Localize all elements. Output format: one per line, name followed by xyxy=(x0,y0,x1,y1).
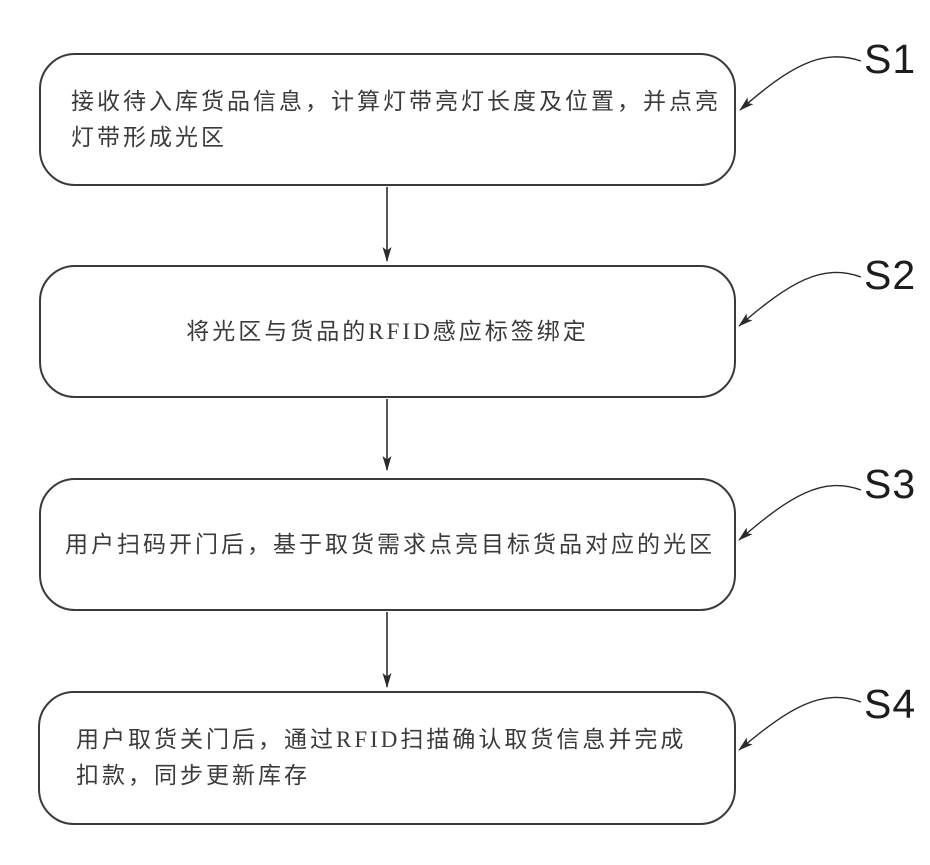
step-s2-text-line-1: 将光区与货品的RFID感应标签绑定 xyxy=(186,318,589,344)
step-label-s4: S4 xyxy=(864,681,917,727)
step-box-s1: 接收待入库货品信息，计算灯带亮灯长度及位置，并点亮 灯带形成光区 xyxy=(39,53,736,186)
leader-line-s4 xyxy=(738,696,862,751)
step-s1-text-line-2: 灯带形成光区 xyxy=(71,124,227,150)
step-box-s3: 用户扫码开门后，基于取货需求点亮目标货品对应的光区 xyxy=(39,478,736,611)
step-box-s2: 将光区与货品的RFID感应标签绑定 xyxy=(39,265,736,398)
step-label-s3: S3 xyxy=(864,461,917,507)
step-s4-text-line-2: 扣款，同步更新库存 xyxy=(76,763,310,788)
step-label-s2: S2 xyxy=(864,252,917,298)
leader-line-s2 xyxy=(738,271,862,327)
step-s3-text-line-1: 用户扫码开门后，基于取货需求点亮目标货品对应的光区 xyxy=(65,531,715,557)
step-s4-text-line-1: 用户取货关门后，通过RFID扫描确认取货信息并完成 xyxy=(76,727,687,752)
leader-line-s1 xyxy=(739,56,862,111)
step-label-s1: S1 xyxy=(864,36,917,82)
leader-line-s3 xyxy=(738,484,862,541)
step-s1-text-line-1: 接收待入库货品信息，计算灯带亮灯长度及位置，并点亮 xyxy=(71,88,721,114)
step-box-s4: 用户取货关门后，通过RFID扫描确认取货信息并完成 扣款，同步更新库存 xyxy=(38,691,736,825)
